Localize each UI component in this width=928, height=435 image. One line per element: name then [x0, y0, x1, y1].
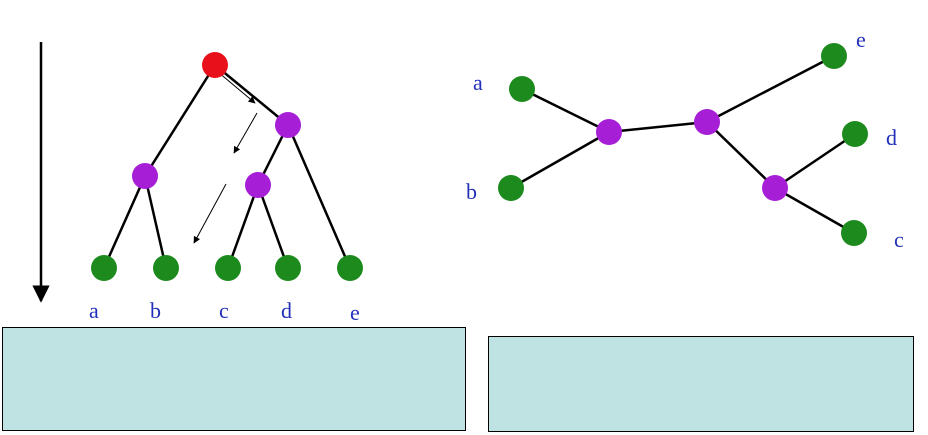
edge-e	[706, 54, 835, 124]
descent-arrows	[193, 71, 258, 244]
leaf-node-b	[153, 255, 179, 281]
rooted-label-e: e	[350, 300, 360, 325]
internal-node	[596, 119, 622, 145]
unrooted-tree-edges	[510, 54, 856, 235]
unrooted-label-b: b	[466, 179, 477, 204]
unrooted-label-a: a	[473, 70, 483, 95]
edge-inner	[706, 121, 776, 189]
internal-node	[694, 109, 720, 135]
edge-cd-c	[226, 184, 260, 269]
edge-c	[774, 186, 855, 235]
edge-b	[510, 130, 610, 190]
unrooted-label-d: d	[886, 125, 897, 150]
leaf-node-a	[509, 76, 535, 102]
descent-arrow-1	[217, 71, 256, 104]
unrooted-tree: a b c d e	[466, 27, 904, 252]
rooted-label-c: c	[219, 298, 229, 323]
edge-d	[774, 132, 856, 190]
leaf-node-c	[215, 255, 241, 281]
edge-center	[608, 120, 708, 134]
leaf-node-b	[498, 175, 524, 201]
leaf-node-e	[337, 255, 363, 281]
leaf-node-d	[842, 121, 868, 147]
unrooted-label-c: c	[894, 227, 904, 252]
rooted-label-a: a	[89, 298, 99, 323]
rooted-label-b: b	[150, 298, 161, 323]
edge-right-e	[286, 124, 352, 269]
edge-left-b	[143, 175, 168, 269]
internal-node	[132, 163, 158, 189]
rooted-tree: a b c d e	[32, 42, 363, 325]
internal-node	[245, 172, 271, 198]
leaf-node-d	[275, 255, 301, 281]
leaf-node-e	[821, 43, 847, 69]
internal-node	[762, 175, 788, 201]
unrooted-label-e: e	[856, 27, 866, 52]
leaf-node-a	[91, 255, 117, 281]
descent-arrow-3	[193, 183, 227, 244]
edge-a	[521, 87, 610, 134]
edge-root-left	[143, 64, 217, 177]
caption-box-left	[2, 327, 466, 431]
root-node	[202, 52, 228, 78]
edge-cd-d	[256, 184, 290, 269]
caption-box-right	[488, 336, 914, 432]
internal-node	[275, 112, 301, 138]
descent-arrow-2	[233, 112, 258, 154]
edge-left-a	[102, 175, 147, 269]
rooted-label-d: d	[281, 298, 292, 323]
leaf-node-c	[841, 220, 867, 246]
edge-root-right	[214, 64, 289, 126]
